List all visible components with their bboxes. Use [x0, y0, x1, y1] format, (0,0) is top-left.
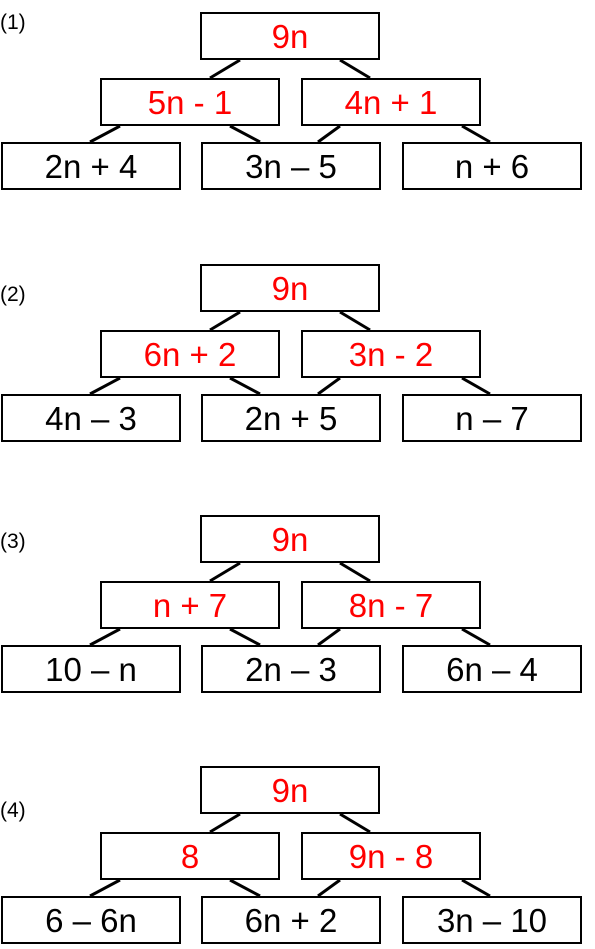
- bottom-left-box: 6 – 6n: [1, 896, 181, 944]
- connector-lines: [89, 561, 491, 647]
- middle-right-box: 9n - 8: [301, 832, 481, 880]
- middle-left-box: n + 7: [100, 581, 280, 629]
- top-box: 9n: [200, 766, 380, 814]
- bottom-right-box: 3n – 10: [402, 896, 582, 944]
- pyramid-problem-1: (1) 9n 5n - 1 4n + 1 2n + 4 3n – 5 n + 6: [0, 0, 595, 195]
- bottom-right-box: n – 7: [402, 394, 582, 442]
- top-box: 9n: [200, 12, 380, 60]
- middle-right-box: 3n - 2: [301, 330, 481, 378]
- bottom-middle-box: 2n – 3: [201, 645, 381, 693]
- top-box: 9n: [200, 515, 380, 563]
- pyramid-problem-3: (3) 9n n + 7 8n - 7 10 – n 2n – 3 6n – 4: [0, 503, 595, 698]
- connector-lines: [89, 310, 491, 396]
- bottom-left-box: 2n + 4: [1, 142, 181, 190]
- pyramid-problem-4: (4) 9n 8 9n - 8 6 – 6n 6n + 2 3n – 10: [0, 754, 595, 949]
- problem-label: (4): [0, 799, 26, 822]
- problem-label: (2): [0, 283, 26, 306]
- bottom-right-box: 6n – 4: [402, 645, 582, 693]
- bottom-middle-box: 2n + 5: [201, 394, 381, 442]
- connector-lines: [89, 58, 491, 144]
- problem-label: (3): [0, 530, 26, 553]
- bottom-middle-box: 3n – 5: [201, 142, 381, 190]
- bottom-left-box: 10 – n: [1, 645, 181, 693]
- bottom-left-box: 4n – 3: [1, 394, 181, 442]
- middle-right-box: 8n - 7: [301, 581, 481, 629]
- middle-right-box: 4n + 1: [301, 78, 481, 126]
- problem-label: (1): [0, 11, 26, 34]
- pyramid-problem-2: (2) 9n 6n + 2 3n - 2 4n – 3 2n + 5 n – 7: [0, 252, 595, 447]
- connector-lines: [89, 812, 491, 898]
- middle-left-box: 8: [100, 832, 280, 880]
- middle-left-box: 5n - 1: [100, 78, 280, 126]
- top-box: 9n: [200, 264, 380, 312]
- bottom-middle-box: 6n + 2: [201, 896, 381, 944]
- bottom-right-box: n + 6: [402, 142, 582, 190]
- middle-left-box: 6n + 2: [100, 330, 280, 378]
